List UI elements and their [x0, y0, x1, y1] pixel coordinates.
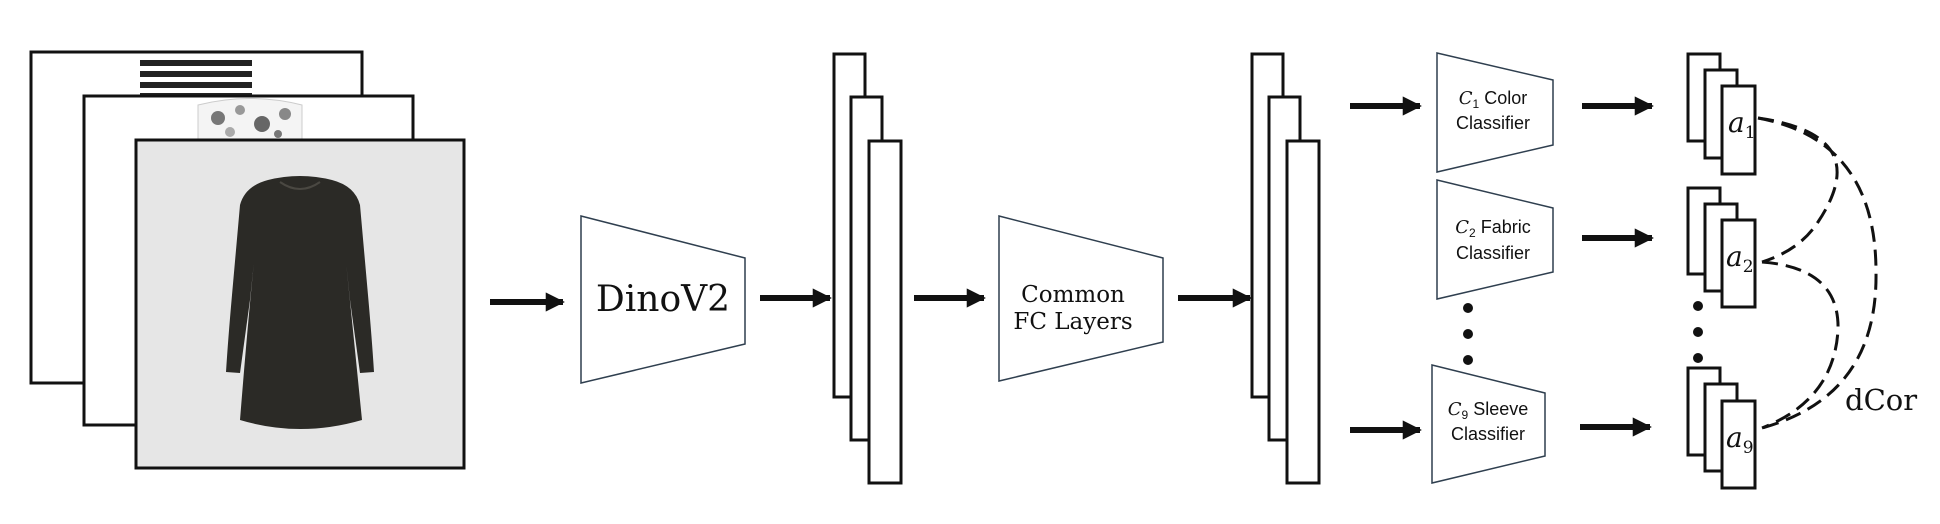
- output-stack-2: a2: [1686, 186, 1757, 309]
- dcor-curve-1-2: [1757, 116, 1839, 264]
- dress-icon: [226, 176, 374, 429]
- classifier-2-line2: Classifier: [1456, 243, 1530, 263]
- dcor-curve-1-9: [1757, 116, 1878, 430]
- classifier-9-symbol: C: [1448, 399, 1462, 420]
- classifier-1-symbol: C: [1459, 88, 1473, 109]
- classifier-9-name: Sleeve: [1473, 399, 1528, 419]
- dcor-label: dCor: [1845, 383, 1917, 417]
- svg-text:C2 Fabric: C2 Fabric: [1455, 217, 1531, 240]
- svg-text:a1: a1: [1728, 106, 1756, 143]
- fc-layers-label-line2: FC Layers: [1013, 309, 1132, 335]
- output-ellipsis: [1693, 301, 1703, 363]
- classifier-9-sub: 9: [1462, 408, 1469, 422]
- fc-layers-block: Common FC Layers: [998, 215, 1164, 382]
- classifier-ellipsis: [1463, 303, 1473, 365]
- classifier-9-line2: Classifier: [1451, 424, 1525, 444]
- classifier-2-symbol: C: [1455, 217, 1469, 238]
- dcor-connections: [1757, 116, 1878, 430]
- classifier-fabric: C2 Fabric Classifier: [1436, 179, 1554, 300]
- output-9-sub: 9: [1743, 438, 1754, 458]
- output-1-sub: 1: [1745, 123, 1756, 143]
- output-2-symbol: a: [1726, 240, 1743, 273]
- feature-stack-2: [1250, 52, 1321, 485]
- fc-layers-label-line1: Common: [1021, 282, 1125, 308]
- svg-text:C9 Sleeve: C9 Sleeve: [1448, 399, 1529, 422]
- classifier-1-sub: 1: [1473, 97, 1480, 111]
- output-1-symbol: a: [1728, 106, 1745, 139]
- output-stack-1: a1: [1686, 52, 1757, 176]
- classifier-2-sub: 2: [1469, 226, 1476, 240]
- classifier-1-name: Color: [1484, 88, 1527, 108]
- classifier-color: C1 Color Classifier: [1436, 52, 1554, 173]
- dcor-curve-2-9: [1761, 260, 1840, 430]
- backbone-label: DinoV2: [596, 279, 730, 320]
- input-image-stack: [29, 50, 466, 470]
- output-stack-9: a9: [1686, 366, 1757, 490]
- floral-top-icon: [197, 98, 303, 140]
- classifier-1-line2: Classifier: [1456, 113, 1530, 133]
- output-9-symbol: a: [1726, 421, 1743, 454]
- svg-text:a2: a2: [1726, 240, 1754, 277]
- svg-text:C1 Color: C1 Color: [1459, 88, 1528, 111]
- striped-shirt-icon: [140, 54, 252, 100]
- feature-stack-1: [832, 52, 903, 485]
- output-2-sub: 2: [1743, 257, 1754, 277]
- backbone-block: DinoV2: [580, 215, 746, 384]
- classifier-sleeve: C9 Sleeve Classifier: [1431, 364, 1546, 484]
- svg-text:a9: a9: [1726, 421, 1754, 458]
- classifier-2-name: Fabric: [1481, 217, 1531, 237]
